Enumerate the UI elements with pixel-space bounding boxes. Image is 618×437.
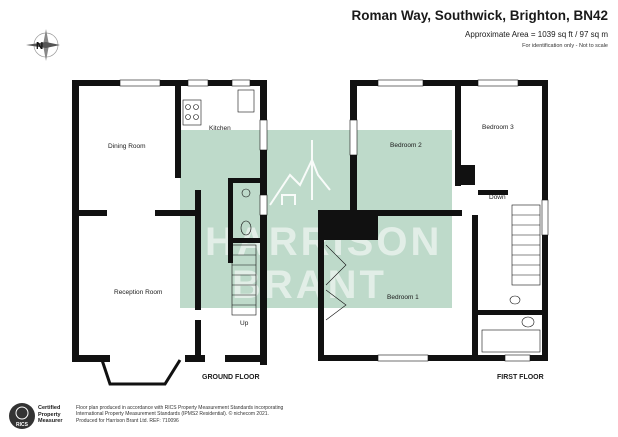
rics-logo-icon: RICS	[9, 403, 35, 429]
ground-floor-windows	[119, 79, 268, 216]
footer-disclaimer: Floor plan produced in accordance with R…	[76, 405, 284, 424]
first-floor-windows	[349, 79, 549, 362]
rics-certification-text: Certified Property Measurer	[38, 405, 63, 424]
wc-toilet	[240, 188, 252, 236]
ground-floor-stairs	[231, 244, 257, 316]
stairs-label-down: Down	[489, 194, 506, 201]
watermark-panel	[180, 130, 452, 308]
room-label-dining-room: Dining Room	[108, 143, 146, 150]
floor-label-ground: GROUND FLOOR	[202, 374, 260, 381]
compass-north-label: N	[36, 41, 43, 52]
room-label-bedroom-2: Bedroom 2	[390, 142, 422, 149]
first-floor-stairs	[511, 204, 541, 286]
room-label-bedroom-3: Bedroom 3	[482, 124, 514, 131]
approximate-area: Approximate Area = 1039 sq ft / 97 sq m	[465, 30, 608, 39]
floor-label-first: FIRST FLOOR	[497, 374, 544, 381]
property-title: Roman Way, Southwick, Brighton, BN42	[351, 8, 608, 23]
stairs-label-up: Up	[240, 320, 249, 327]
bathroom-fittings	[481, 295, 541, 353]
compass-icon	[26, 29, 60, 61]
bay-window	[100, 359, 182, 386]
watermark-house-icon	[269, 140, 331, 206]
room-label-kitchen: Kitchen	[209, 125, 231, 132]
watermark-line2: BRANT	[232, 263, 387, 307]
room-label-reception-room: Reception Room	[114, 289, 162, 296]
identification-note: For identification only - Not to scale	[522, 43, 608, 49]
svg-text:RICS: RICS	[16, 422, 29, 428]
room-label-bedroom-1: Bedroom 1	[387, 294, 419, 301]
wardrobe	[325, 244, 347, 321]
kitchen-fittings	[182, 89, 255, 126]
